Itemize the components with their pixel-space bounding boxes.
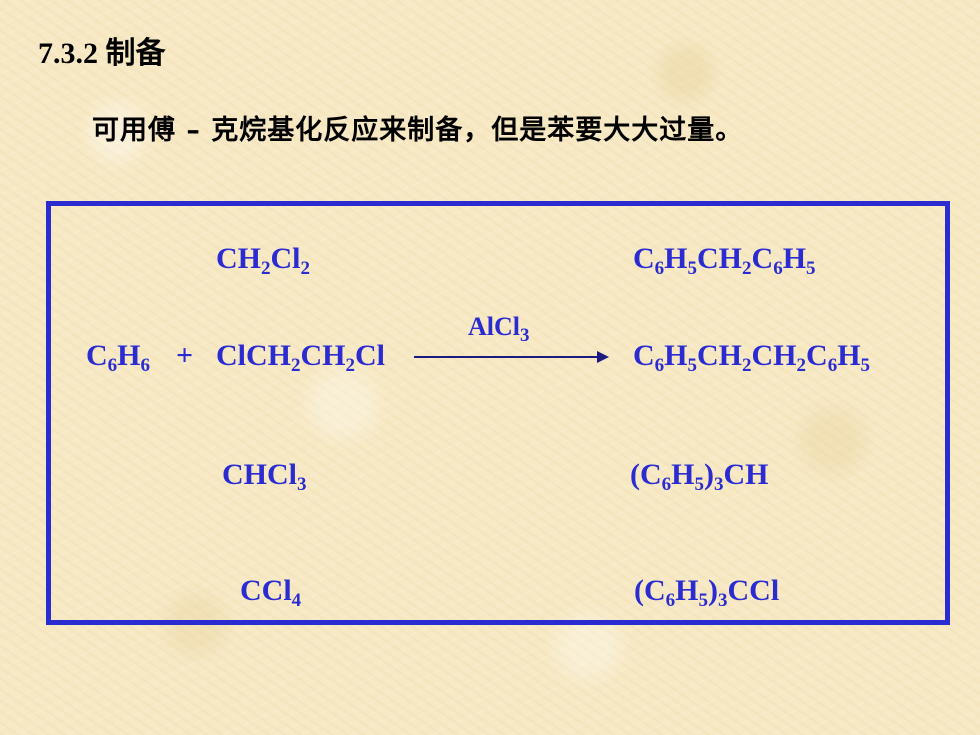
catalyst-label: AlCl3 bbox=[468, 312, 530, 346]
reaction-arrow bbox=[414, 351, 609, 363]
product-diphenylmethane: C6H5CH2C6H5 bbox=[633, 242, 816, 279]
product-diphenylethane: C6H5CH2CH2C6H5 bbox=[633, 339, 871, 376]
arrow-shaft bbox=[414, 356, 598, 358]
reagent-ch2cl2: CH2Cl2 bbox=[216, 242, 310, 279]
arrow-head-icon bbox=[597, 351, 609, 363]
reagent-dichloroethane: ClCH2CH2Cl bbox=[216, 339, 385, 376]
intro-sentence: 可用傅 – 克烷基化反应来制备，但是苯要大大过量。 bbox=[92, 115, 744, 146]
reagent-ccl4: CCl4 bbox=[240, 574, 302, 611]
section-heading: 7.3.2 制备 bbox=[38, 37, 166, 70]
reactant-benzene: C6H6 bbox=[86, 339, 151, 376]
plus-sign: + bbox=[176, 339, 194, 372]
reaction-frame bbox=[46, 201, 950, 625]
product-triphenylchloromethane: (C6H5)3CCl bbox=[634, 574, 780, 611]
product-triphenylmethane: (C6H5)3CH bbox=[630, 458, 769, 495]
reagent-chcl3: CHCl3 bbox=[222, 458, 307, 495]
